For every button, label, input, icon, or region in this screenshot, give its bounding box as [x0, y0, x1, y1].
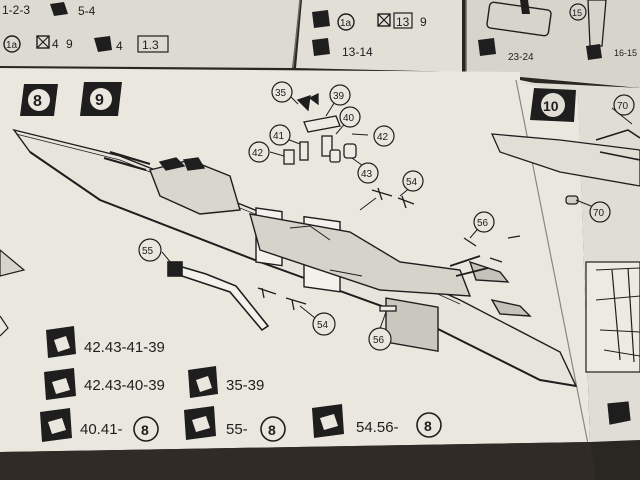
top-left-sheet [0, 0, 300, 68]
step-number: 8 [33, 93, 42, 110]
part-callout-56: 56 [368, 327, 392, 351]
callout-number: 43 [361, 169, 373, 180]
part-ring-icon [3, 35, 21, 53]
top-right-step-3: 16-15 [614, 48, 637, 58]
step-ref-circle [260, 416, 286, 442]
step-badge-9: 9 [80, 82, 122, 116]
top-right-sheet [466, 0, 640, 88]
part-callout-70: 70 [589, 201, 611, 223]
step-badge-10: 10 [530, 88, 576, 122]
top-right-step-1: 23-24 [508, 52, 534, 63]
part-callout-54: 54 [402, 170, 424, 192]
mid-row1-boxed: 13 [396, 15, 410, 29]
mid-row1-part: 1a [340, 18, 352, 29]
step-number: 9 [95, 92, 104, 109]
top-row2-part: 1a [6, 40, 18, 51]
callout-number: 39 [333, 91, 345, 102]
legend-text: 42.43-41-39 [84, 339, 165, 356]
hand-icon [94, 36, 112, 52]
exploded-parts-drawing [257, 92, 521, 312]
callout-number: 70 [617, 101, 629, 112]
part-callout-39: 39 [329, 84, 351, 106]
boxed-cross-icon [36, 35, 50, 49]
legend-text: 55- [226, 421, 248, 438]
callout-number: 41 [273, 131, 285, 142]
callout-number: 40 [343, 113, 355, 124]
step-ref-number: 8 [424, 418, 432, 434]
part-callout-70: 70 [613, 94, 635, 116]
top-middle-sheet [296, 0, 462, 72]
inset-detail-drawing [585, 261, 640, 425]
part-callout-42: 42 [373, 125, 395, 147]
hand-icon [478, 38, 496, 56]
turret-housing [385, 297, 439, 353]
hand-icon [312, 38, 330, 56]
top-step-1: 1-2-3 [2, 3, 30, 17]
ship-hull-drawing [12, 128, 578, 387]
hand-icon [312, 10, 330, 28]
legend-text: 40.41- [80, 421, 123, 438]
part-sketch [486, 1, 552, 37]
part-callout-55: 55 [138, 238, 162, 262]
callout-number: 54 [317, 320, 329, 331]
callout-number: 42 [252, 148, 264, 159]
top-row2-num: 9 [66, 37, 73, 51]
callout-number: 56 [373, 335, 385, 346]
top-step-2: 5-4 [78, 4, 96, 18]
part-callout-41: 41 [269, 124, 291, 146]
legend-text: 42.43-40-39 [84, 377, 165, 394]
top-right-step-2: 15 [572, 8, 582, 18]
part-callout-56: 56 [473, 211, 495, 233]
step-ref-number: 8 [141, 422, 149, 438]
legend-text: 35-39 [226, 377, 264, 394]
legend-text: 54.56- [356, 419, 399, 436]
step-badge-8: 8 [20, 84, 58, 116]
callout-number: 70 [593, 208, 605, 219]
top-row2-boxed: 4 [52, 37, 59, 51]
top-row2-ref: 4 [116, 39, 123, 53]
callout-number: 35 [275, 88, 287, 99]
legend-row-3: 40.41- 8 55- 8 54.56- 8 [40, 404, 442, 442]
step-number: 10 [543, 98, 559, 114]
callout-number: 56 [477, 218, 489, 229]
callout-number: 42 [377, 132, 389, 143]
callout-number: 55 [142, 246, 154, 257]
hand-icon [586, 44, 602, 60]
top-row2-bracket: 1.3 [142, 38, 159, 52]
part-callout-54: 54 [312, 312, 336, 336]
part-callout-40: 40 [339, 106, 361, 128]
ship-hull-drawing-step10 [490, 129, 640, 205]
legend-row-1: 42.43-41-39 [46, 326, 165, 358]
step-ref-circle [416, 412, 442, 438]
part-callout-42: 42 [248, 141, 270, 163]
mid-row1-num: 9 [420, 15, 427, 29]
callout-number: 54 [406, 177, 418, 188]
part-callout-43: 43 [357, 162, 379, 184]
part-callout-35: 35 [271, 81, 293, 103]
step-ref-circle [133, 416, 159, 442]
hand-icon [50, 2, 68, 16]
crane-part-drawing [167, 261, 270, 332]
step-ref-number: 8 [268, 422, 276, 438]
mid-row2-steps: 13-14 [342, 45, 373, 59]
legend-row-2: 42.43-40-39 35-39 [44, 366, 264, 400]
